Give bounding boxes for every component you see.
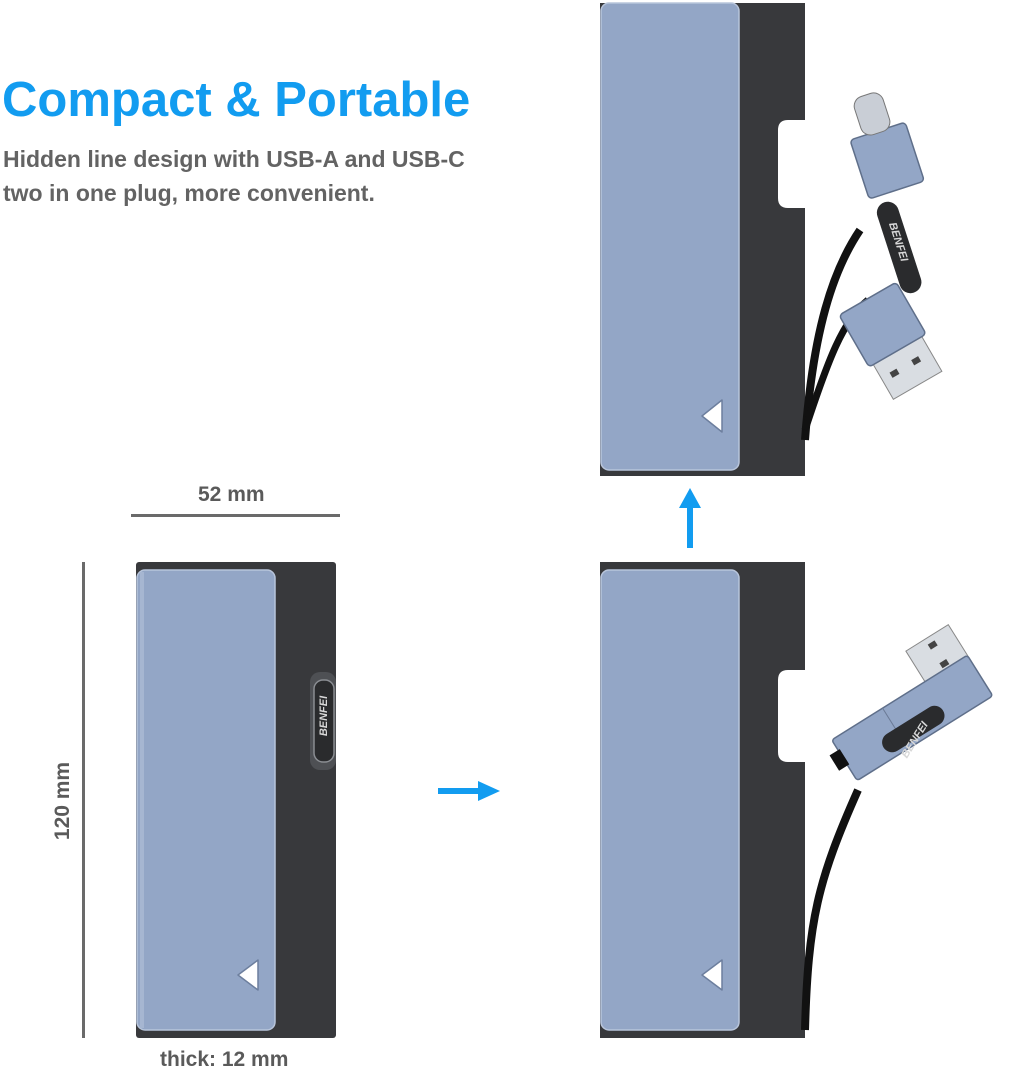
hub-closed bbox=[136, 562, 336, 1038]
width-label: 52 mm bbox=[198, 483, 265, 506]
thickness-label: thick: 12 mm bbox=[160, 1048, 289, 1071]
subtitle-line-2: two in one plug, more convenient. bbox=[3, 180, 375, 206]
width-dimension-line bbox=[131, 514, 340, 517]
height-label: 120 mm bbox=[51, 761, 74, 841]
hub-usb-c-extended bbox=[600, 2, 943, 476]
brand-logo-closed: BENFEI bbox=[318, 695, 330, 737]
page-title: Compact & Portable bbox=[2, 73, 471, 127]
right-arrow-icon bbox=[438, 781, 500, 801]
subtitle-line-1: Hidden line design with USB-A and USB-C bbox=[3, 146, 465, 172]
triangle-icon bbox=[237, 959, 259, 991]
height-dimension-line bbox=[82, 562, 85, 1038]
up-arrow-icon bbox=[679, 488, 701, 548]
hub-usb-a-extended bbox=[600, 562, 993, 1038]
